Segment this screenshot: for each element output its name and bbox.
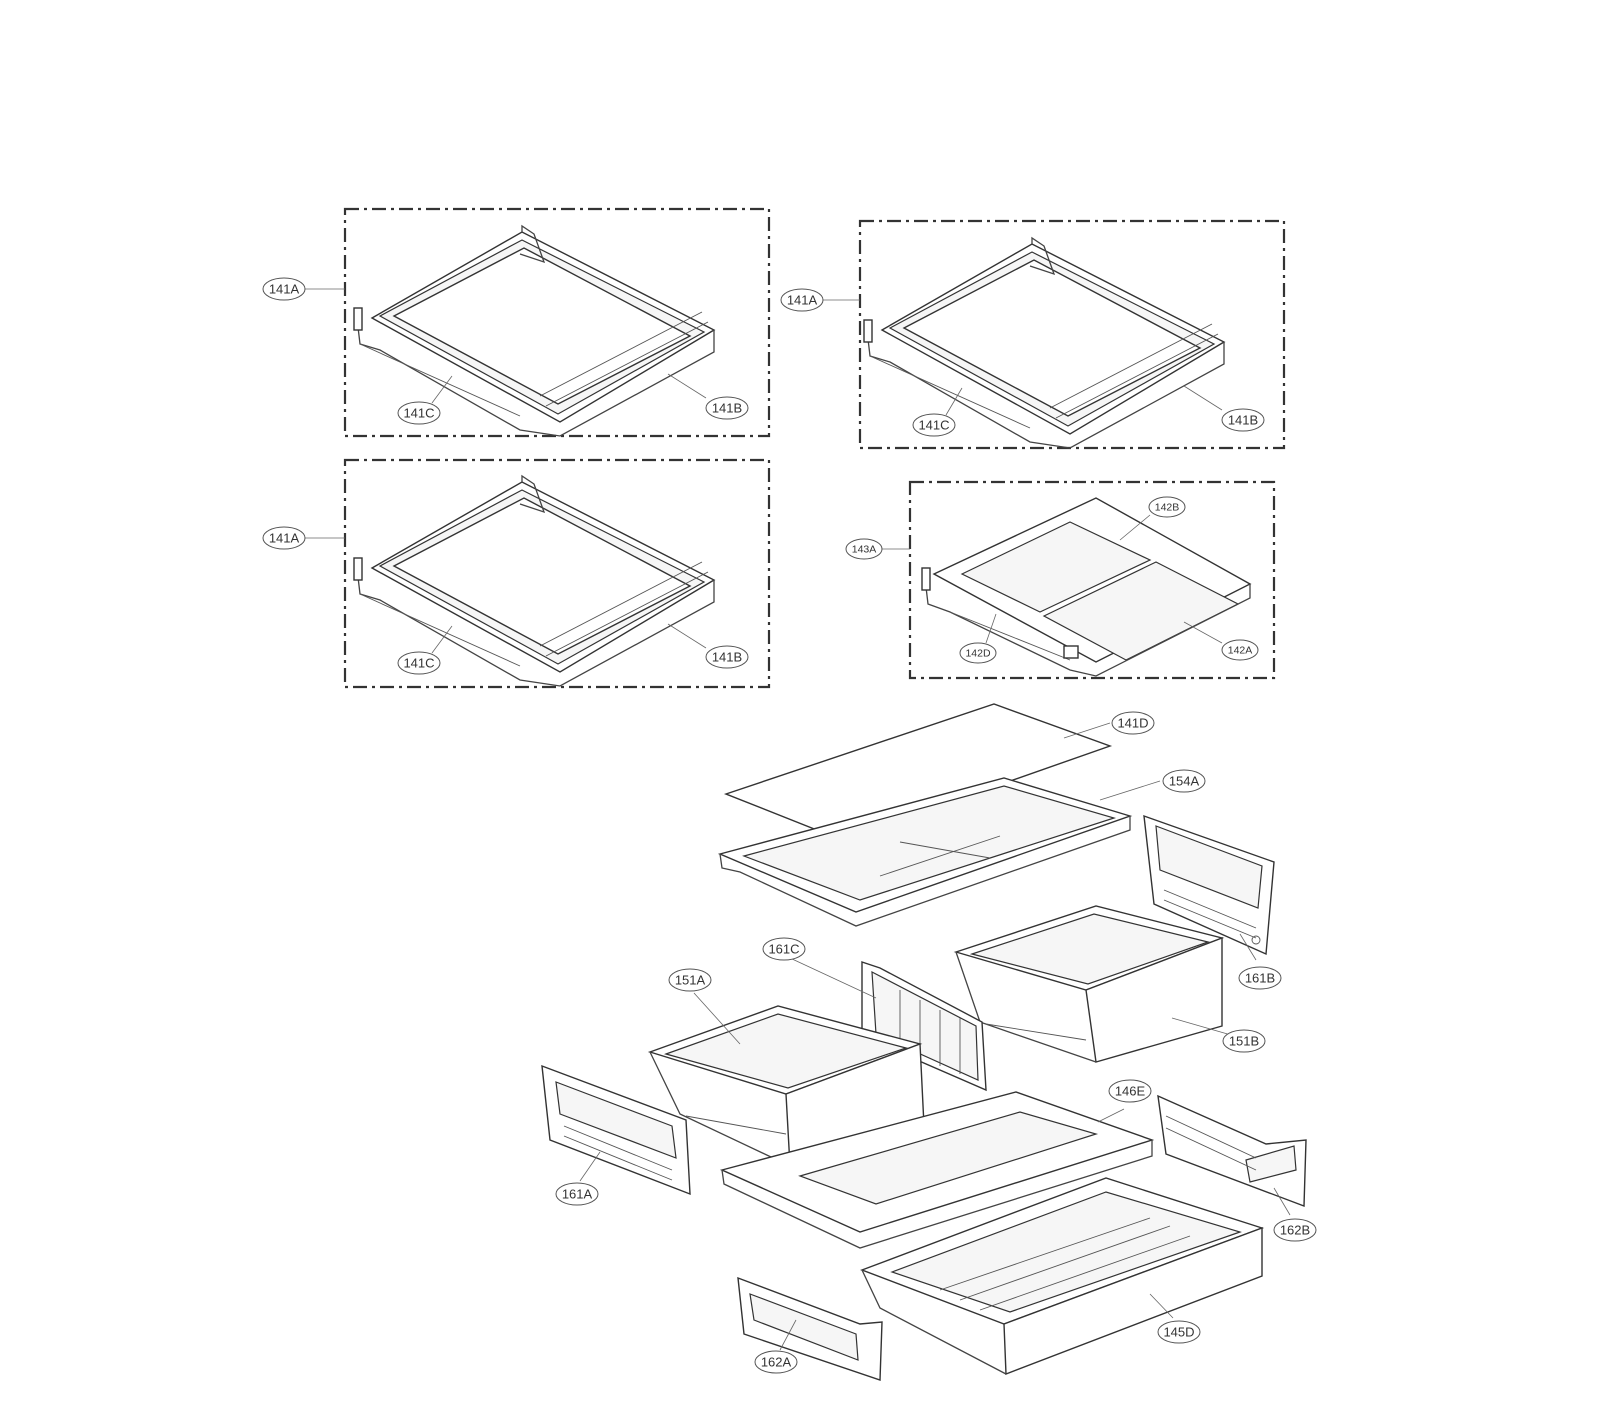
callout-label: 141B bbox=[712, 401, 742, 416]
center-divider bbox=[861, 961, 987, 1092]
callout-label: 143A bbox=[852, 544, 877, 556]
callout-label: 141C bbox=[403, 406, 434, 421]
callout-141b-top-right: 141B bbox=[1221, 408, 1265, 432]
leader-lines bbox=[305, 288, 1291, 1351]
callout-141c-top-left: 141C bbox=[397, 401, 441, 425]
callout-142b: 142B bbox=[1148, 496, 1186, 518]
callout-label: 141B bbox=[712, 650, 742, 665]
callout-162a: 162A bbox=[754, 1350, 798, 1374]
callout-161a: 161A bbox=[555, 1182, 599, 1206]
callout-label: 154A bbox=[1169, 774, 1200, 789]
callout-label: 145D bbox=[1163, 1325, 1194, 1340]
pantry-drawer bbox=[860, 1177, 1265, 1376]
callout-label: 161C bbox=[768, 942, 799, 957]
shelf-assembly-middle-left bbox=[353, 474, 716, 687]
callout-142a: 142A bbox=[1221, 639, 1259, 661]
drawer-support-tray bbox=[719, 1091, 1155, 1249]
callout-label: 142D bbox=[965, 648, 991, 660]
callout-145d: 145D bbox=[1157, 1320, 1201, 1344]
callout-162b: 162B bbox=[1273, 1218, 1317, 1242]
callout-label: 141C bbox=[403, 656, 434, 671]
callout-label: 141A bbox=[269, 531, 300, 546]
callout-label: 141D bbox=[1117, 716, 1148, 731]
crisper-cover-frame bbox=[717, 777, 1133, 927]
crisper-drawer-right bbox=[953, 905, 1225, 1063]
callout-141a-top-right: 141A bbox=[780, 288, 824, 312]
callout-141d: 141D bbox=[1111, 711, 1155, 735]
callout-141c-middle-left: 141C bbox=[397, 651, 441, 675]
shelf-assembly-top-left bbox=[353, 224, 716, 437]
drawer-slide-right bbox=[1157, 1094, 1307, 1208]
shelf-assembly-top-right bbox=[863, 236, 1226, 449]
callout-141b-middle-left: 141B bbox=[705, 645, 749, 669]
callout-label: 151B bbox=[1229, 1034, 1259, 1049]
shelf-group-box-top-left bbox=[343, 207, 771, 438]
shelf-assembly-split bbox=[921, 497, 1252, 677]
callout-143a: 143A bbox=[845, 538, 883, 560]
callout-label: 142A bbox=[1228, 645, 1253, 657]
callout-label: 161A bbox=[562, 1187, 593, 1202]
callout-label: 141A bbox=[787, 293, 818, 308]
drawer-slide-left bbox=[737, 1276, 883, 1381]
callout-label: 162B bbox=[1280, 1223, 1310, 1238]
callout-label: 162A bbox=[761, 1355, 792, 1370]
callout-151a: 151A bbox=[668, 968, 712, 992]
callout-141b-top-left: 141B bbox=[705, 396, 749, 420]
callout-label: 161B bbox=[1245, 971, 1275, 986]
callout-142d: 142D bbox=[959, 642, 997, 664]
callout-label: 141C bbox=[918, 418, 949, 433]
callout-141a-top-left: 141A bbox=[262, 277, 306, 301]
callout-label: 142B bbox=[1155, 502, 1180, 514]
glass-panel bbox=[723, 703, 1113, 841]
callout-154a: 154A bbox=[1162, 769, 1206, 793]
side-rail-left bbox=[541, 1064, 691, 1196]
callout-146e: 146E bbox=[1108, 1079, 1152, 1103]
shelf-group-box-middle-left bbox=[343, 458, 771, 689]
callout-label: 141B bbox=[1228, 413, 1258, 428]
callout-141a-middle-left: 141A bbox=[262, 526, 306, 550]
callout-label: 141A bbox=[269, 282, 300, 297]
callout-141c-top-right: 141C bbox=[912, 413, 956, 437]
callout-161c: 161C bbox=[762, 937, 806, 961]
callout-161b: 161B bbox=[1238, 966, 1282, 990]
side-rail-right bbox=[1143, 814, 1275, 956]
shelf-group-box-middle-right bbox=[908, 480, 1276, 680]
callout-label: 151A bbox=[675, 973, 706, 988]
callout-label: 146E bbox=[1115, 1084, 1146, 1099]
shelf-group-box-top-right bbox=[858, 219, 1286, 450]
callout-151b: 151B bbox=[1222, 1029, 1266, 1053]
